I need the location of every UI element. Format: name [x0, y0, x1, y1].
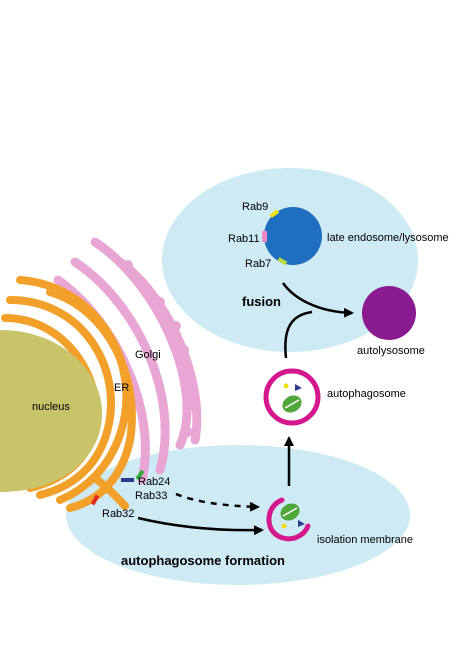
nucleus-label: nucleus: [32, 401, 70, 413]
autolysosome-circle: [362, 286, 416, 340]
fusion-arrow-from-lysosome: [281, 282, 354, 318]
rab33-label: Rab33: [135, 490, 168, 502]
fusion-label: fusion: [242, 294, 281, 309]
fusion-arrow-from-autophagosome: [284, 310, 313, 359]
autophagosome-formation-label: autophagosome formation: [121, 553, 285, 568]
rab9-label: Rab9: [242, 201, 269, 213]
rab7-label: Rab7: [245, 258, 272, 270]
rab11-label: Rab11: [228, 233, 260, 245]
arrow-rab32: [137, 516, 264, 536]
autophagosome-label: autophagosome: [327, 388, 406, 400]
autolysosome-label: autolysosome: [357, 345, 425, 357]
formation-region-bubble: [66, 445, 410, 585]
rab32-marker: [90, 494, 100, 506]
er-label: ER: [114, 382, 130, 394]
golgi-label: Golgi: [135, 349, 161, 361]
rab24-marker: [135, 469, 145, 481]
rab7-marker: [277, 257, 288, 266]
nucleus-shape: [0, 330, 103, 492]
dashed-arrow-rab33: [175, 492, 260, 512]
isolation-membrane-label: isolation membrane: [317, 534, 413, 546]
rab24-label: Rab24: [138, 476, 171, 488]
late-endosome-label: late endosome/lysosome: [327, 232, 449, 244]
isolation-membrane-shape: [266, 497, 311, 542]
rab32-label: Rab32: [102, 508, 135, 520]
lysosome-circle: [264, 207, 322, 265]
rab9-marker: [269, 209, 280, 218]
rab33-marker: [121, 478, 134, 482]
rab11-marker: [262, 231, 267, 242]
autophagosome-shape: [263, 368, 321, 426]
